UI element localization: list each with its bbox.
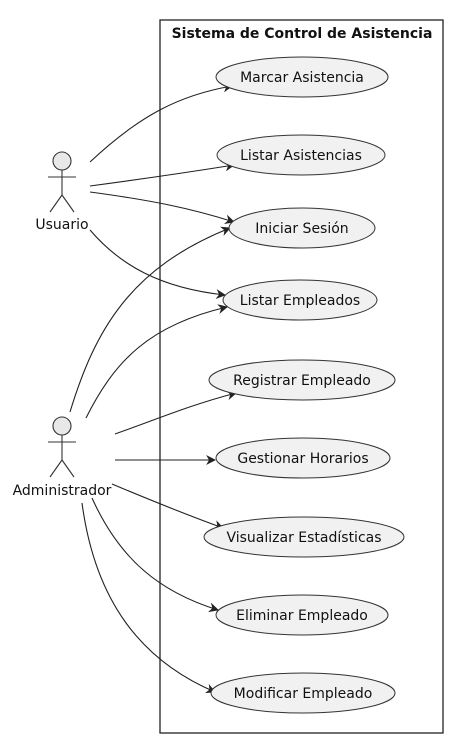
use-case-marcar-asistencia[interactable]: Marcar Asistencia <box>215 56 389 98</box>
use-case-listar-empleados[interactable]: Listar Empleados <box>222 279 378 321</box>
use-case-eliminar-empleado[interactable]: Eliminar Empleado <box>215 594 389 636</box>
association-usuario-listar-empleados <box>89 229 226 299</box>
actor-head-icon <box>52 416 72 436</box>
use-case-label: Listar Asistencias <box>240 148 362 164</box>
actor-administrador[interactable] <box>48 416 76 478</box>
association-usuario-iniciar-sesion <box>89 191 235 225</box>
use-case-gestionar-horarios[interactable]: Gestionar Horarios <box>215 437 391 479</box>
use-case-modificar-empleado[interactable]: Modificar Empleado <box>210 672 396 714</box>
system-boundary <box>159 19 444 734</box>
use-case-registrar-empleado[interactable]: Registrar Empleado <box>208 359 396 401</box>
use-case-label: Eliminar Empleado <box>236 608 368 624</box>
actor-administrador-label: Administrador <box>13 483 112 499</box>
association-usuario-listar-asistencias <box>89 161 235 187</box>
association-administrador-modificar-empleado <box>81 502 216 694</box>
association-administrador-eliminar-empleado <box>91 497 219 613</box>
use-case-listar-asistencias[interactable]: Listar Asistencias <box>216 134 386 176</box>
association-administrador-listar-empleados <box>85 304 228 419</box>
use-case-label: Listar Empleados <box>240 293 360 309</box>
use-case-label: Marcar Asistencia <box>240 70 364 86</box>
association-administrador-registrar-empleado <box>114 390 237 435</box>
use-case-label: Modificar Empleado <box>234 686 373 702</box>
use-case-label: Registrar Empleado <box>233 373 371 389</box>
association-administrador-iniciar-sesion <box>69 226 231 413</box>
actor-usuario[interactable] <box>48 151 76 213</box>
actor-usuario-label: Usuario <box>35 217 88 233</box>
association-administrador-visualizar-estadisticas <box>111 483 224 530</box>
association-usuario-marcar-asistencia <box>89 82 233 163</box>
use-case-iniciar-sesion[interactable]: Iniciar Sesión <box>228 207 376 249</box>
use-case-label: Gestionar Horarios <box>237 451 368 467</box>
use-case-label: Visualizar Estadísticas <box>226 530 381 546</box>
association-lines <box>69 82 237 694</box>
system-title: Sistema de Control de Asistencia <box>172 26 433 42</box>
actor-head-icon <box>52 151 72 171</box>
use-case-visualizar-estadisticas[interactable]: Visualizar Estadísticas <box>203 516 405 558</box>
use-case-list: Marcar Asistencia Listar Asistencias Ini… <box>203 56 405 714</box>
use-case-label: Iniciar Sesión <box>255 221 348 237</box>
